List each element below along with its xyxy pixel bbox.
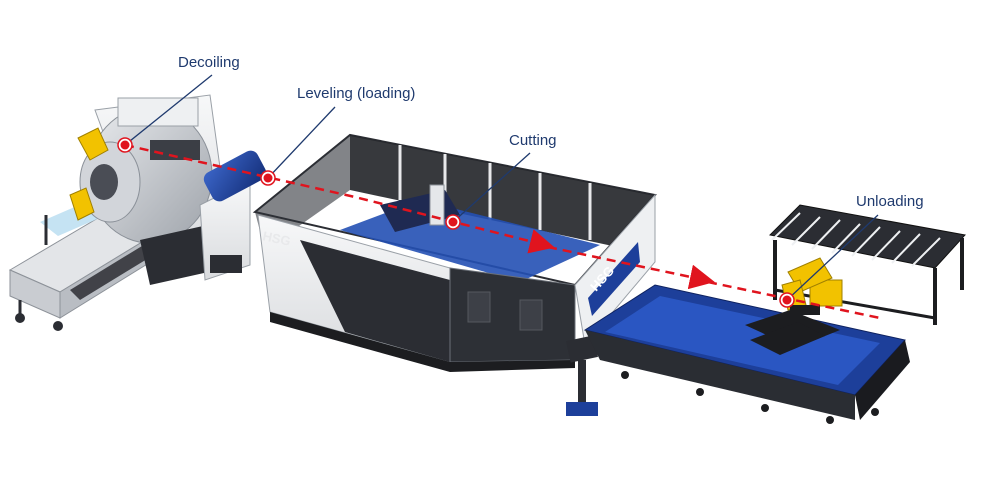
cutting-leader-line: [452, 152, 531, 223]
control-console: [566, 335, 598, 416]
leveling-marker: [260, 170, 276, 186]
unloading-marker: [779, 292, 795, 308]
cutting-label: Cutting: [509, 132, 557, 149]
cutting-enclosure: [252, 133, 657, 372]
hsg-logo-front: HSG: [261, 228, 292, 249]
storage-rack: [768, 204, 966, 325]
leveler: [199, 150, 267, 281]
decoiling-leader-line: [124, 74, 213, 146]
decoiling-label: Decoiling: [178, 54, 240, 71]
leveling-label: Leveling (loading): [297, 85, 416, 102]
leveling-leader-line: [267, 106, 336, 179]
unloading-leader-line: [786, 214, 879, 301]
unloading-label: Unloading: [856, 193, 924, 210]
cutting-marker: [445, 214, 461, 230]
exchange-table: [583, 284, 910, 424]
decoiling-marker: [117, 137, 133, 153]
material-flow-arrow: [124, 143, 881, 320]
